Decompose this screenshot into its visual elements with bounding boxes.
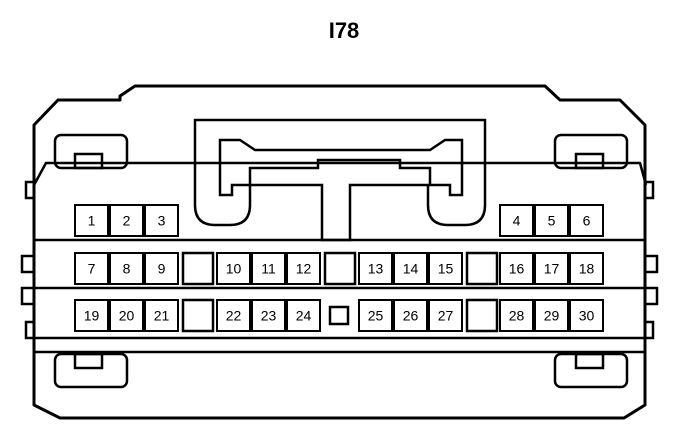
pin-cavity [144,204,179,237]
housing-outline [32,84,647,420]
guide-bottom-right-nub [574,352,605,370]
pin-number: 16 [509,261,525,277]
pin-number: 21 [154,308,170,324]
pin-cavity [534,299,569,332]
pin-number: 23 [261,308,277,324]
center-key [328,305,350,326]
pin-number: 13 [368,261,384,277]
connector-id-label: I78 [328,18,360,43]
pin-number: 10 [226,261,242,277]
pin-cavity [74,252,109,285]
pin-number: 9 [158,261,166,277]
pin-cavity [358,299,393,332]
pin-number: 11 [261,261,276,277]
pin-number: 14 [403,261,419,277]
pin-cavity [251,299,286,332]
side-tab-right-1 [643,180,655,200]
pin-number: 5 [548,213,556,229]
pin-number: 1 [88,213,96,229]
side-tab-left-4 [24,320,36,340]
pin-number: 19 [84,308,100,324]
empty-cavity [181,251,215,286]
housing-inner-body [32,161,648,186]
pin-number: 17 [544,261,560,277]
pin-cavity [393,252,428,285]
pin-cavity [534,204,569,237]
guide-bottom-right [553,352,629,389]
pin-cavity [109,204,144,237]
pin-number: 2 [123,213,131,229]
pin-number: 12 [296,261,312,277]
side-tab-left-3 [20,286,36,306]
pin-number: 3 [158,213,166,229]
pin-cavity [569,252,604,285]
side-tab-left-2 [20,254,36,274]
pin-cavity [109,252,144,285]
pin-cavity [251,252,286,285]
pin-number: 22 [226,308,242,324]
empty-cavity [465,251,499,286]
lock-latch [193,118,487,242]
pin-number: 25 [368,308,384,324]
pin-cavity [428,299,463,332]
guide-top-left-nub [73,152,104,170]
pin-cavity [499,204,534,237]
pin-number: 8 [123,261,131,277]
pin-number: 24 [296,308,312,324]
pin-cavity [499,252,534,285]
pin-cavity [499,299,534,332]
pin-number: 30 [579,308,595,324]
pin-number: 7 [88,261,96,277]
pin-cavity [534,252,569,285]
guide-bottom-left-nub [73,352,104,370]
lock-latch-inner [218,138,464,197]
pin-cavity [144,252,179,285]
empty-cavity [181,298,215,333]
pin-number: 18 [579,261,595,277]
guide-bottom-left [53,352,129,389]
pin-number: 6 [583,213,591,229]
pin-cavity [428,252,463,285]
pin-number: 29 [544,308,560,324]
pin-cavity [358,252,393,285]
pin-cavity [144,299,179,332]
pin-cavity [393,299,428,332]
pin-cavity [569,204,604,237]
pin-number: 28 [509,308,525,324]
pin-cavity [74,299,109,332]
pin-cavity [286,252,321,285]
guide-top-right-nub [574,152,605,170]
pin-cavity [216,252,251,285]
side-tab-left-1 [24,180,36,200]
pin-number: 20 [119,308,135,324]
pin-cavity [216,299,251,332]
side-tab-right-4 [643,320,655,340]
pin-cavity [109,299,144,332]
empty-cavity [323,251,357,286]
pin-number: 26 [403,308,419,324]
pin-cavity [286,299,321,332]
pin-number: 4 [513,213,521,229]
side-tab-right-2 [643,254,659,274]
pin-number: 27 [438,308,454,324]
pin-cavity [569,299,604,332]
pin-cavity [74,204,109,237]
side-tab-right-3 [643,286,659,306]
pin-number: 15 [438,261,454,277]
empty-cavity [465,298,499,333]
